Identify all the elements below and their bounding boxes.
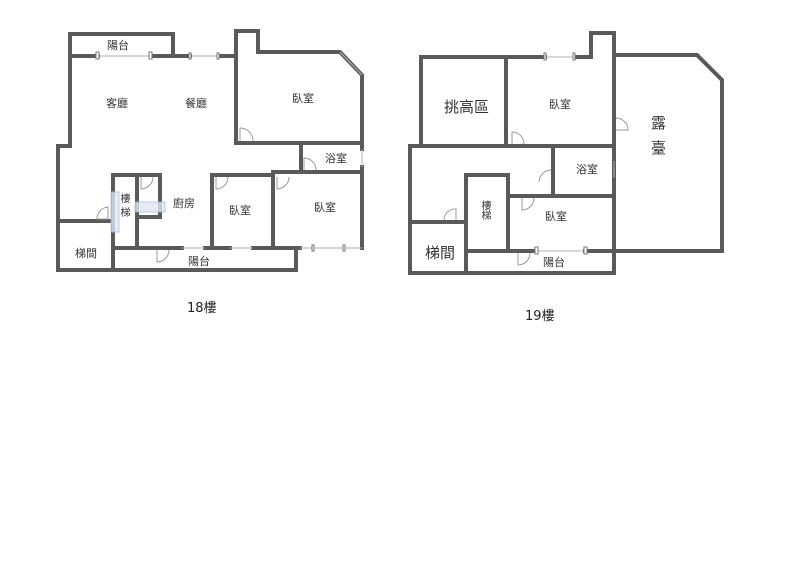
room-18-kitchen: 廚房 [173, 197, 195, 210]
room-18-bedroom-small: 臥室 [229, 204, 251, 217]
room-19-bedroom-top: 臥室 [549, 98, 571, 111]
floor-18-windows [95, 51, 363, 252]
floor-18-doors [96, 127, 317, 263]
room-18-master-bedroom: 臥室 [292, 92, 314, 105]
room-19-bedroom-bottom: 臥室 [545, 210, 567, 223]
floor-19-caption: 19樓 [525, 309, 555, 324]
room-18-stairs: 樓梯 [118, 193, 129, 221]
room-18-bedroom-right: 臥室 [314, 201, 336, 214]
room-19-bathroom: 浴室 [576, 163, 598, 176]
room-18-bathroom: 浴室 [325, 152, 347, 165]
room-18-balcony-bottom: 陽台 [188, 255, 210, 268]
room-19-stairs: 樓梯 [479, 200, 490, 220]
floor-18-walls [56, 29, 364, 272]
floor-19-windows [534, 52, 615, 255]
room-18-balcony-top: 陽台 [107, 39, 129, 52]
floor-19-walls [408, 31, 724, 275]
room-18-dining-room: 餐廳 [185, 97, 207, 110]
room-19-stairwell: 梯間 [425, 244, 456, 262]
room-19-balcony: 陽台 [543, 256, 565, 269]
floor-19-doors [443, 117, 629, 266]
floor-18-stair-highlight [110, 191, 166, 233]
room-19-terrace: 露臺 [649, 115, 667, 165]
room-18-living-room: 客廳 [106, 97, 128, 110]
floor-18-caption: 18樓 [187, 301, 217, 316]
room-19-high-ceiling: 挑高區 [444, 98, 490, 116]
room-18-stairwell: 梯間 [75, 247, 97, 260]
